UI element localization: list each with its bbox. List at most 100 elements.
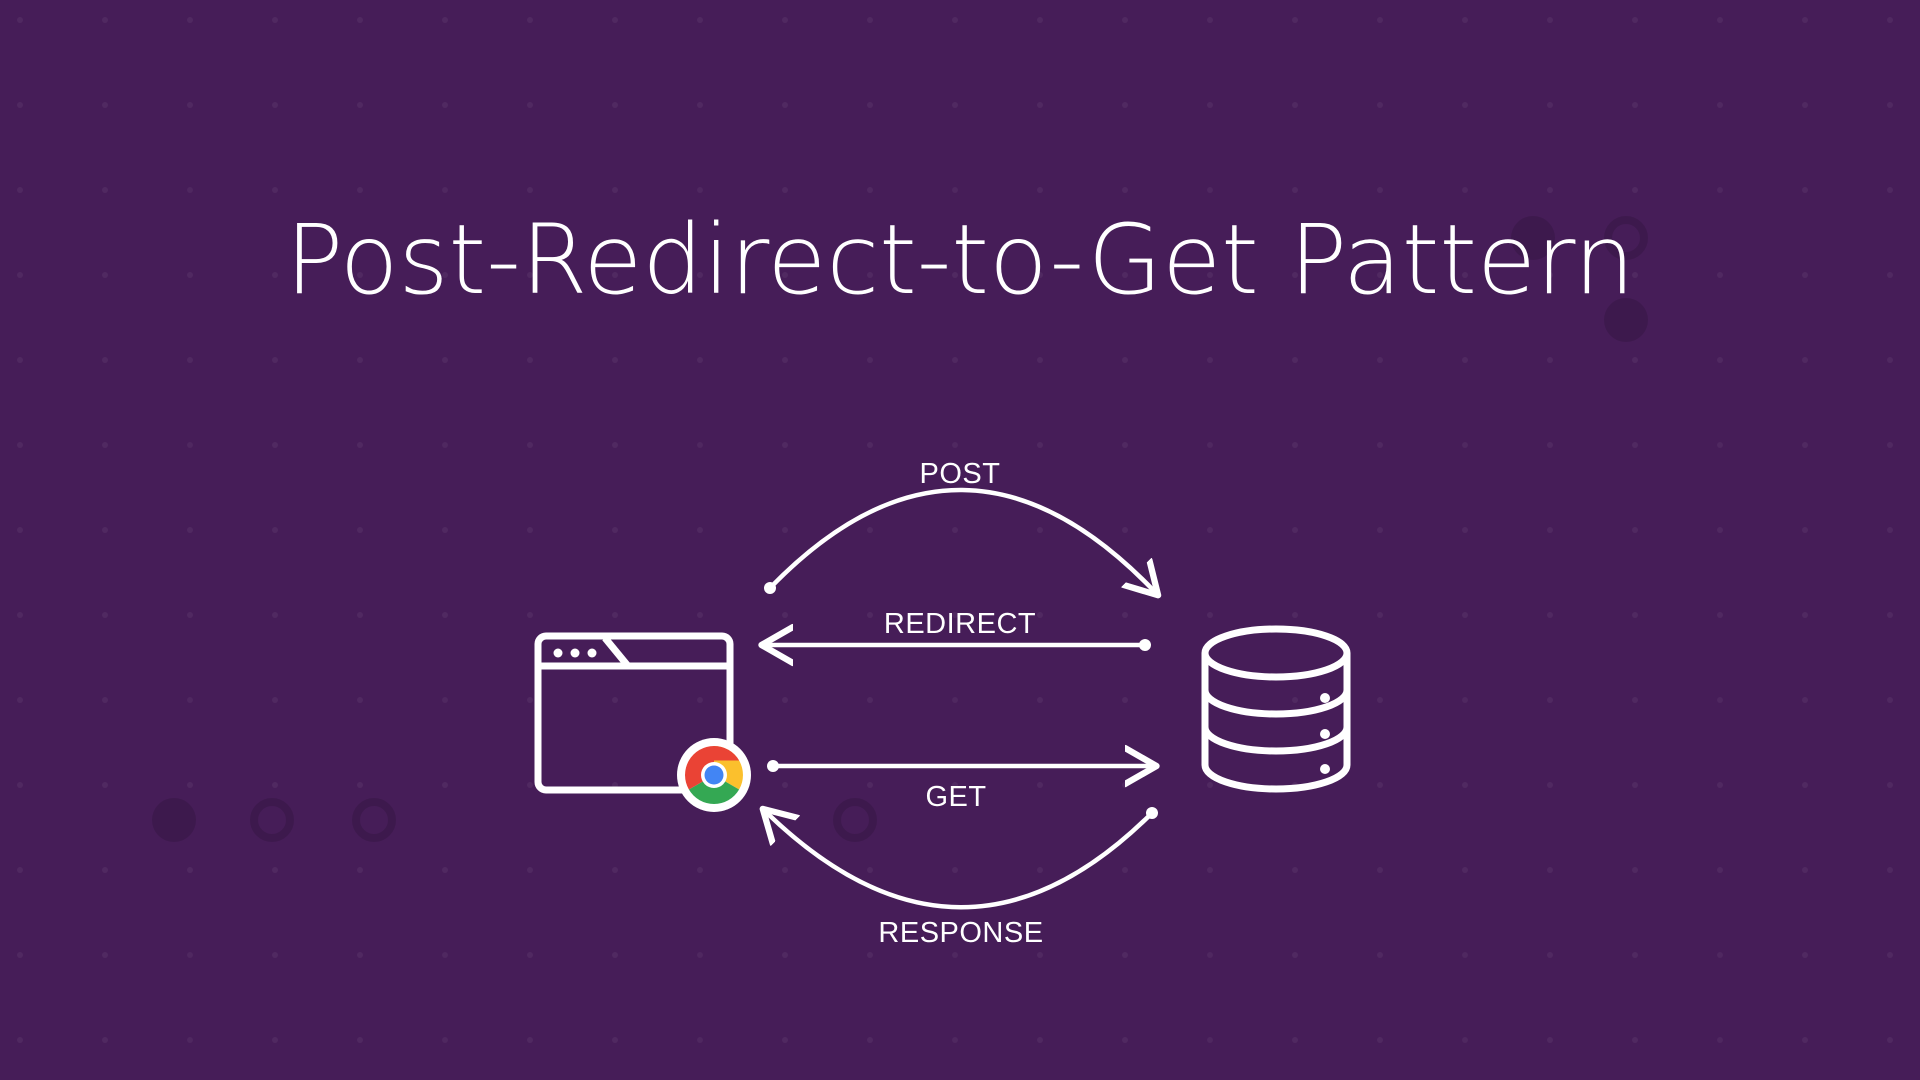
- background-dot: [1292, 697, 1298, 703]
- background-dot: [1547, 867, 1553, 873]
- background-dot: [527, 272, 533, 278]
- background-dot: [1292, 612, 1298, 618]
- background-dot: [952, 527, 958, 533]
- background-dot: [952, 187, 958, 193]
- post-arrow: [764, 487, 1155, 594]
- background-dot: [102, 697, 108, 703]
- browser-window-icon: [534, 632, 734, 794]
- response-arrow: [766, 807, 1158, 910]
- background-dot: [442, 867, 448, 873]
- background-dot: [952, 867, 958, 873]
- background-dot: [1717, 612, 1723, 618]
- background-dot: [1802, 782, 1808, 788]
- database-indicator-dots: [1320, 693, 1330, 774]
- background-dot: [1887, 952, 1893, 958]
- background-dot: [1462, 527, 1468, 533]
- background-dot: [102, 612, 108, 618]
- background-dot: [697, 357, 703, 363]
- background-dot: [1632, 952, 1638, 958]
- background-dot: [1887, 17, 1893, 23]
- background-dot: [102, 357, 108, 363]
- background-dot: [782, 1037, 788, 1043]
- background-dot: [1802, 17, 1808, 23]
- background-dot: [1377, 102, 1383, 108]
- background-dot: [1037, 17, 1043, 23]
- background-dot: [1717, 357, 1723, 363]
- redirect-arrow: [766, 639, 1151, 651]
- background-dot: [697, 442, 703, 448]
- background-dot: [1802, 697, 1808, 703]
- background-dot: [1122, 187, 1128, 193]
- background-dot: [867, 357, 873, 363]
- background-dot: [1122, 952, 1128, 958]
- background-dot: [612, 17, 618, 23]
- background-dot: [187, 272, 193, 278]
- background-dot: [1377, 952, 1383, 958]
- get-arrow: [767, 760, 1152, 772]
- background-dot: [1377, 527, 1383, 533]
- background-dot: [1122, 527, 1128, 533]
- background-dot: [1292, 442, 1298, 448]
- background-dot: [1462, 867, 1468, 873]
- background-dot: [867, 187, 873, 193]
- background-dot: [527, 357, 533, 363]
- background-dot: [1377, 697, 1383, 703]
- background-dot: [1632, 272, 1638, 278]
- background-dot: [187, 697, 193, 703]
- background-dot: [1207, 272, 1213, 278]
- background-dot: [1462, 782, 1468, 788]
- background-dot: [612, 612, 618, 618]
- background-dot: [1292, 357, 1298, 363]
- chrome-icon: [677, 738, 751, 812]
- background-dot: [782, 357, 788, 363]
- background-dot: [697, 102, 703, 108]
- background-dot: [1377, 782, 1383, 788]
- background-dot: [1632, 1037, 1638, 1043]
- background-dot: [357, 442, 363, 448]
- background-dot: [1632, 697, 1638, 703]
- background-dot: [867, 782, 873, 788]
- background-dot: [527, 442, 533, 448]
- background-dot: [527, 527, 533, 533]
- background-dot: [782, 442, 788, 448]
- background-dot: [1547, 1037, 1553, 1043]
- background-dot: [187, 952, 193, 958]
- background-dot: [17, 357, 23, 363]
- background-dot: [1717, 442, 1723, 448]
- background-dot: [17, 697, 23, 703]
- background-dot: [782, 527, 788, 533]
- background-dot: [1717, 187, 1723, 193]
- background-dot: [612, 1037, 618, 1043]
- background-dot: [17, 17, 23, 23]
- redirect-label: REDIRECT: [884, 608, 1036, 640]
- background-dot: [1887, 612, 1893, 618]
- background-dot: [1632, 867, 1638, 873]
- background-dot: [1547, 187, 1553, 193]
- background-dot: [357, 272, 363, 278]
- background-dot: [1462, 952, 1468, 958]
- background-dot: [1887, 102, 1893, 108]
- background-dot: [867, 272, 873, 278]
- background-dot: [17, 867, 23, 873]
- background-dot: [102, 17, 108, 23]
- background-dot: [1207, 442, 1213, 448]
- background-dot: [1292, 1037, 1298, 1043]
- window-dots: [553, 648, 597, 658]
- background-dot: [527, 1037, 533, 1043]
- background-dot: [1802, 102, 1808, 108]
- background-dot: [1377, 612, 1383, 618]
- background-dot: [1462, 442, 1468, 448]
- background-dot: [1122, 1037, 1128, 1043]
- background-dot: [1802, 612, 1808, 618]
- background-dot: [952, 952, 958, 958]
- background-dot: [272, 187, 278, 193]
- background-dot: [357, 1037, 363, 1043]
- background-dot: [1717, 1037, 1723, 1043]
- background-dot: [17, 612, 23, 618]
- background-dot: [782, 952, 788, 958]
- background-dot: [187, 612, 193, 618]
- background-dot: [272, 782, 278, 788]
- background-dot: [187, 357, 193, 363]
